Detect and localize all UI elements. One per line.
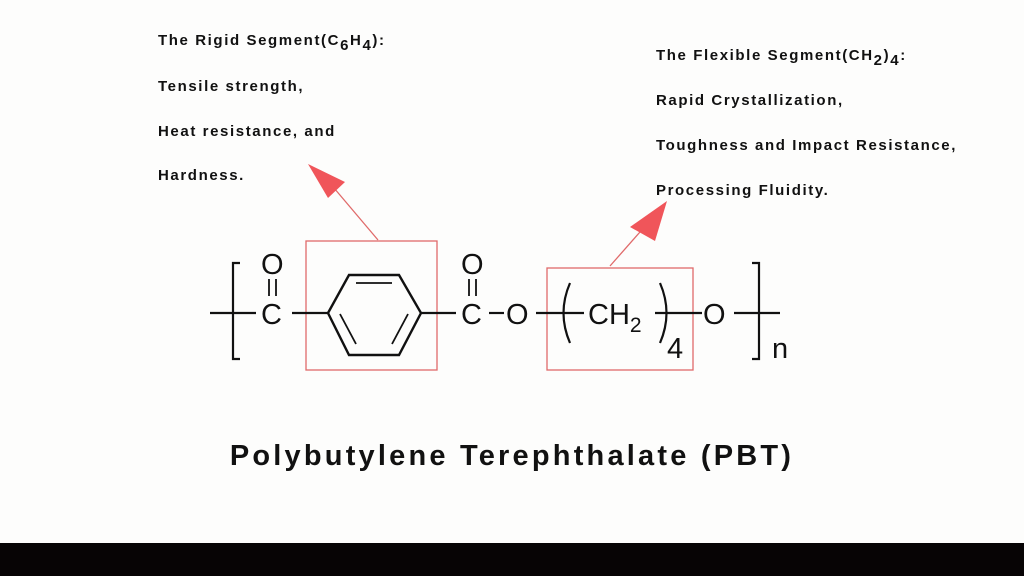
flexible-property-2: Toughness and Impact Resistance,: [656, 137, 957, 154]
right-bracket: [734, 261, 780, 361]
flexible-property-1: Rapid Crystallization,: [656, 92, 844, 109]
ch2-group: CH2: [588, 299, 642, 337]
repeat-subscript: 4: [667, 333, 683, 365]
footer-bar: [0, 543, 1024, 576]
carbonyl-oxygen-2: O: [461, 249, 484, 281]
rigid-property-3: Hardness.: [158, 167, 245, 184]
carbon-2: C: [461, 299, 482, 331]
left-bracket: [210, 261, 256, 361]
ester-oxygen-1: O: [506, 299, 529, 331]
flexible-arrow: [609, 201, 667, 267]
subscript: 6: [340, 37, 351, 54]
subscript: 4: [362, 37, 373, 54]
heading-text: The Flexible Segment(CH: [656, 47, 874, 64]
benzene-ring: [326, 273, 423, 357]
subscript: 4: [890, 52, 901, 69]
ester-oxygen-2: O: [703, 299, 726, 331]
rigid-property-2: Heat resistance, and: [158, 123, 336, 140]
rigid-segment-box: [305, 240, 438, 371]
diagram-title: Polybutylene Terephthalate (PBT): [229, 440, 795, 472]
subscript: 2: [873, 52, 884, 69]
heading-text: ):: [372, 32, 386, 49]
flexible-property-3: Processing Fluidity.: [656, 182, 830, 199]
carbon-1: C: [261, 299, 282, 331]
flexible-segment-heading: The Flexible Segment(CH2)4:: [656, 47, 907, 68]
flexible-segment-box: [546, 267, 694, 371]
heading-text: H: [350, 32, 363, 49]
rigid-arrow: [308, 164, 379, 241]
heading-text: ): [883, 47, 891, 64]
polymer-index-n: n: [772, 333, 788, 365]
heading-text: :: [900, 47, 907, 64]
rigid-segment-heading: The Rigid Segment(C6H4):: [158, 32, 386, 53]
heading-text: The Rigid Segment(C: [158, 32, 341, 49]
carbonyl-oxygen-1: O: [261, 249, 284, 281]
right-paren: [658, 282, 668, 344]
left-paren: [562, 282, 572, 344]
rigid-property-1: Tensile strength,: [158, 78, 305, 95]
